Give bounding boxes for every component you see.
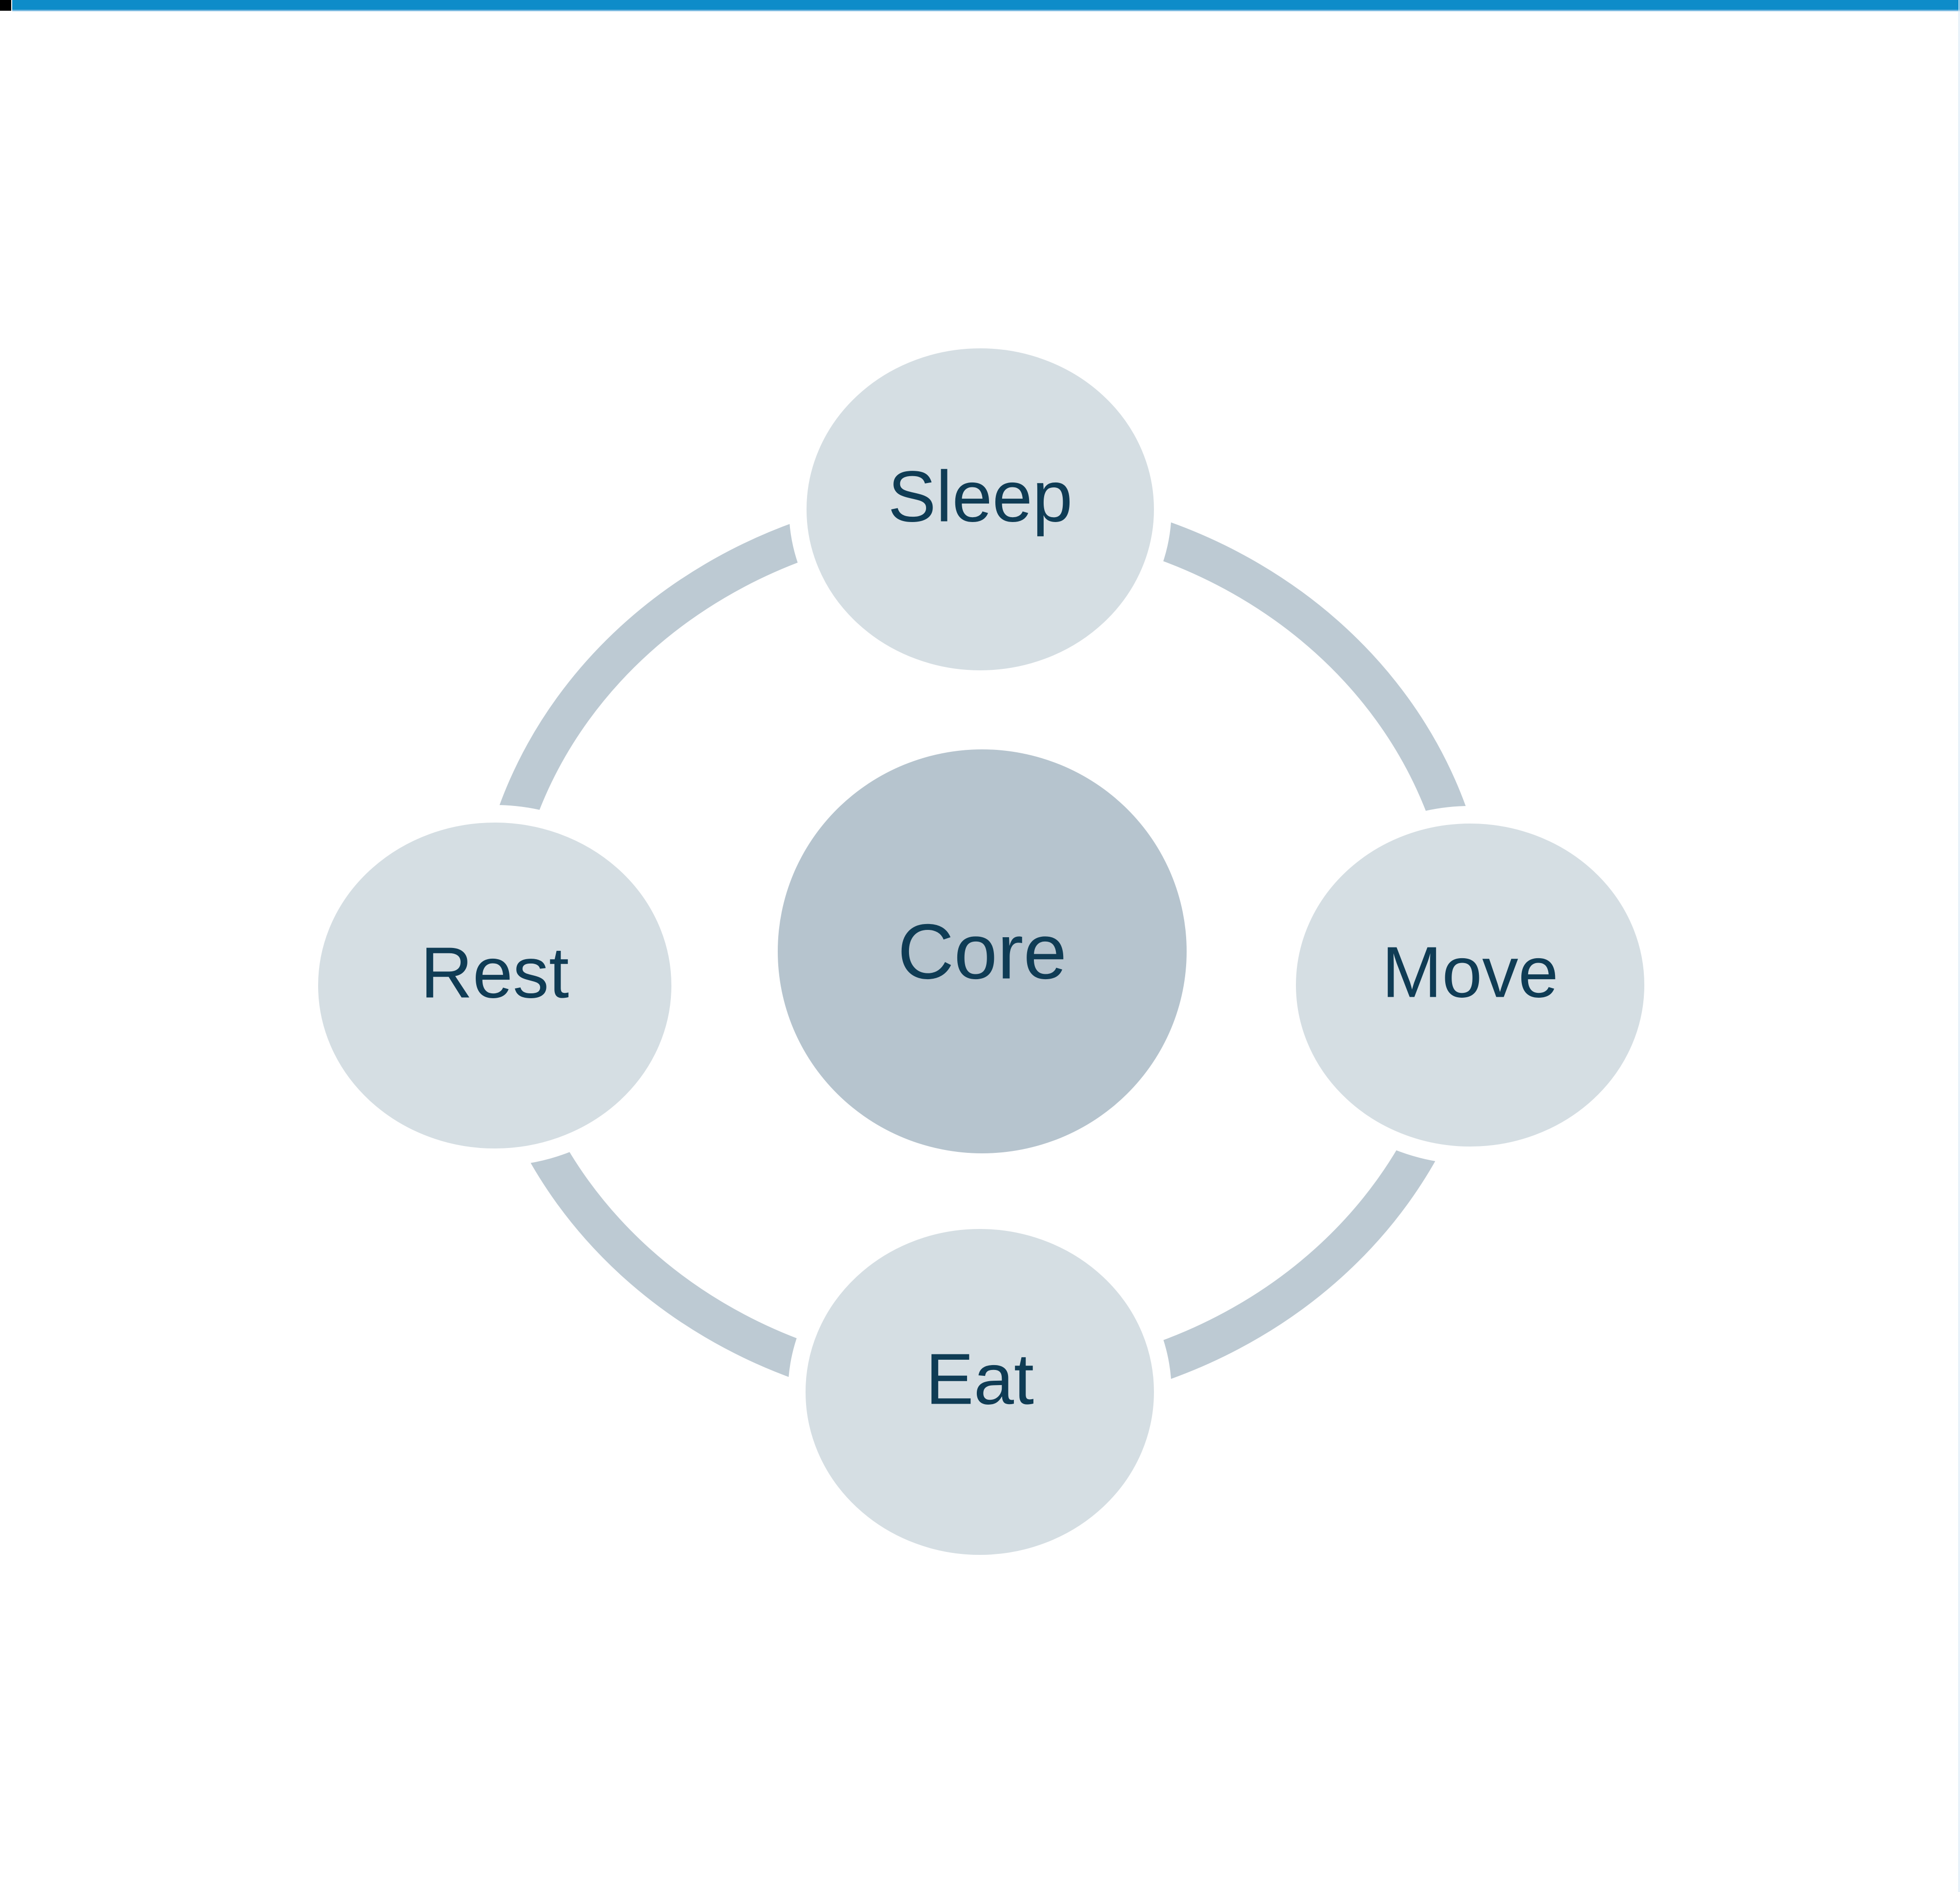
- node-core: Core: [778, 749, 1187, 1153]
- node-move-circle: [1278, 806, 1662, 1164]
- node-sleep: Sleep: [789, 331, 1172, 688]
- node-eat-circle: [788, 1211, 1172, 1572]
- top-accent-bar-underline: [12, 10, 1960, 11]
- node-eat: Eat: [788, 1211, 1172, 1572]
- right-edge-line: [1959, 0, 1960, 1892]
- node-rest-circle: [301, 805, 689, 1166]
- top-accent-bar: [12, 0, 1960, 10]
- node-move: Move: [1278, 806, 1662, 1164]
- node-rest: Rest: [301, 805, 689, 1166]
- node-core-circle: [778, 749, 1187, 1153]
- node-move-label: Move: [1382, 932, 1558, 1013]
- node-eat-label: Eat: [926, 1339, 1034, 1420]
- node-core-label: Core: [898, 908, 1067, 995]
- node-rest-label: Rest: [421, 933, 569, 1013]
- corner-square: [0, 0, 11, 11]
- node-sleep-circle: [789, 331, 1172, 688]
- node-sleep-label: Sleep: [888, 457, 1073, 537]
